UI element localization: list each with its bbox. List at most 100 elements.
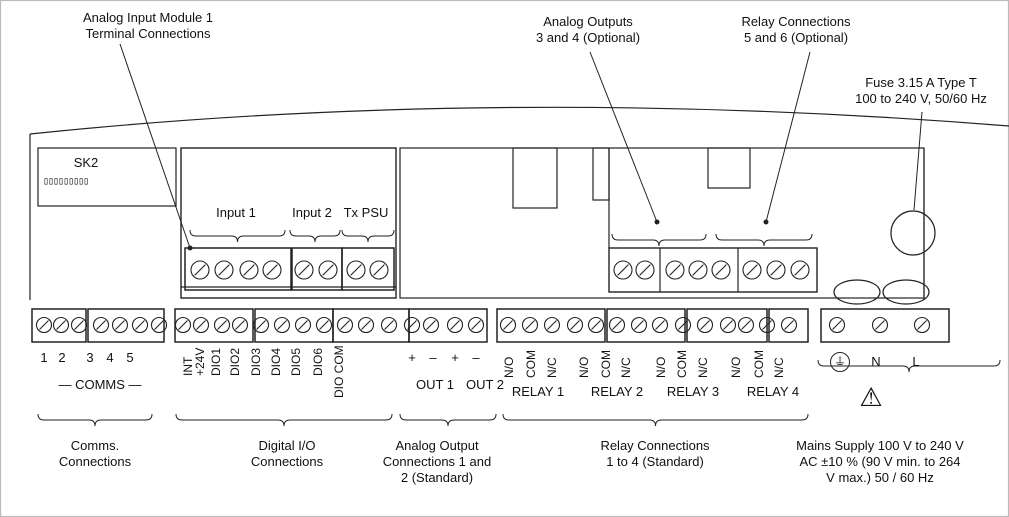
terminal-screw-2-slot: [56, 320, 66, 330]
terminal-screw-14: [294, 316, 312, 334]
brace-mains: [817, 359, 1001, 373]
leader-dot-1: [187, 245, 193, 251]
terminal-screw-1: [35, 316, 53, 334]
comms-label: — COMMS —: [58, 377, 142, 392]
terminal-screw-9-slot: [196, 320, 206, 330]
module-screw-5: [294, 260, 314, 280]
optional-screw-4: [688, 260, 708, 280]
terminal-screw-28-slot: [612, 320, 622, 330]
digital-io-label: DIO6: [311, 347, 325, 376]
relay-contact-label: N/C: [772, 357, 786, 378]
terminal-screw-11: [231, 316, 249, 334]
module-screw-6-slot: [322, 264, 334, 276]
component-small: [592, 147, 610, 201]
terminal-screw-12: [252, 316, 270, 334]
terminal-screw-38-slot: [875, 320, 885, 330]
terminal-screw-22: [467, 316, 485, 334]
digital-io-label: DIO1: [209, 347, 223, 376]
relay-component-2: [707, 147, 751, 189]
terminal-screw-8-slot: [178, 320, 188, 330]
leader-dot-2: [654, 219, 660, 225]
terminal-screw-4-slot: [96, 320, 106, 330]
comms-terminal-number: 3: [86, 350, 94, 365]
digital-io-label: DIO5: [289, 347, 303, 376]
terminal-screw-25: [543, 316, 561, 334]
module-screw-2: [214, 260, 234, 280]
optional-screw-2: [635, 260, 655, 280]
relay-contact-label: N/C: [696, 357, 710, 378]
optional-screw-1: [613, 260, 633, 280]
module-input-1-label: Input 1: [216, 205, 256, 220]
terminal-screw-8: [174, 316, 192, 334]
terminal-block-10: [768, 308, 809, 343]
terminal-screw-32: [696, 316, 714, 334]
terminal-screw-9: [192, 316, 210, 334]
optional-screw-3: [665, 260, 685, 280]
terminal-screw-27: [587, 316, 605, 334]
brace-digital: [175, 413, 393, 427]
terminal-block-2: [87, 308, 165, 343]
terminal-screw-24-slot: [525, 320, 535, 330]
digital-io-label: DIO4: [269, 347, 283, 376]
digital-io-label: DIO3: [249, 347, 263, 376]
brace-relay-optional: [715, 233, 813, 247]
out-2-label: OUT 2: [465, 377, 505, 392]
brace-analog-out: [399, 413, 497, 427]
relay-contact-label: N/C: [619, 357, 633, 378]
fuse-holder: [890, 210, 936, 256]
mains-oval-1: [833, 279, 881, 305]
relay-contact-label: COM: [599, 350, 613, 378]
optional-board-area: [399, 147, 925, 299]
relay-2-label: RELAY 2: [590, 384, 644, 399]
module-screw-6: [318, 260, 338, 280]
terminal-screw-37-slot: [832, 320, 842, 330]
terminal-screw-30: [651, 316, 669, 334]
terminal-screw-16-slot: [340, 320, 350, 330]
optional-screw-7: [766, 260, 786, 280]
relay-contact-label: N/O: [502, 356, 516, 378]
analog-output-polarity: +: [451, 350, 459, 365]
terminal-screw-17: [357, 316, 375, 334]
terminal-screw-20: [422, 316, 440, 334]
optional-screw-4-slot: [692, 264, 704, 276]
relay-contact-label: N/O: [729, 356, 743, 378]
optional-screw-6: [742, 260, 762, 280]
terminal-screw-5-slot: [115, 320, 125, 330]
terminal-screw-6: [131, 316, 149, 334]
analog-output-polarity: –: [429, 350, 437, 365]
optional-terminal-block: [608, 247, 818, 293]
terminal-screw-39-slot: [917, 320, 927, 330]
mains-n-label: N: [871, 354, 881, 369]
brace-relay: [502, 413, 809, 427]
terminal-block-11: [820, 308, 950, 343]
terminal-screw-33-slot: [723, 320, 733, 330]
module-screw-3: [239, 260, 259, 280]
terminal-screw-31-slot: [678, 320, 688, 330]
mains-l-label: L: [912, 354, 920, 369]
module-screw-1: [190, 260, 210, 280]
relay-contact-label: N/O: [654, 356, 668, 378]
terminal-screw-16: [336, 316, 354, 334]
comms-terminal-number: 4: [106, 350, 114, 365]
module-screw-8-slot: [373, 264, 385, 276]
terminal-screw-22-slot: [471, 320, 481, 330]
terminal-screw-17-slot: [361, 320, 371, 330]
digital-io-label: DIO2: [228, 347, 242, 376]
module-terminal-block-3: [341, 247, 395, 291]
terminal-screw-21-slot: [450, 320, 460, 330]
digital-io-label: DIO COM: [332, 345, 346, 398]
module-screw-7: [346, 260, 366, 280]
terminal-screw-36: [780, 316, 798, 334]
terminal-screw-12-slot: [256, 320, 266, 330]
terminal-screw-5: [111, 316, 129, 334]
terminal-screw-7-slot: [154, 320, 164, 330]
warning-triangle-icon: ⚠: [859, 382, 883, 412]
terminal-screw-14-slot: [298, 320, 308, 330]
optional-screw-6-slot: [746, 264, 758, 276]
relay-contact-label: COM: [524, 350, 538, 378]
